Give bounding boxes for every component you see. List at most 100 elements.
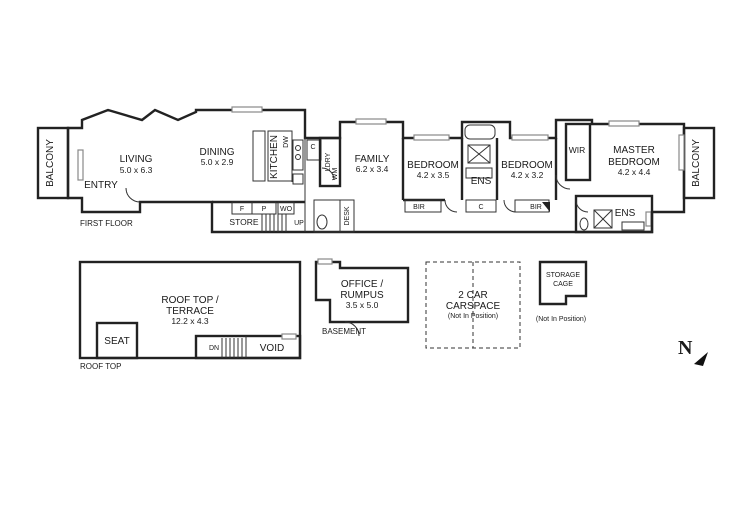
bir-2-label: BIR	[413, 204, 425, 211]
carspace-note: (Not In Position)	[448, 313, 498, 320]
shower-x	[467, 144, 491, 164]
living-label: LIVING	[120, 154, 153, 165]
roof-terrace-outline	[78, 260, 302, 360]
shower-x	[593, 209, 613, 229]
kitchen-island	[252, 130, 266, 182]
bir-robe	[404, 199, 442, 213]
desk-label: DESK	[344, 206, 351, 225]
cupboard-label: C	[310, 144, 315, 151]
wir-walls	[564, 122, 592, 182]
bedroom-3-label: BEDROOM	[501, 160, 553, 171]
toilet	[579, 217, 589, 231]
office-label-line1: OFFICE /	[341, 279, 383, 290]
window	[77, 149, 84, 181]
shower	[593, 209, 613, 229]
window	[645, 211, 652, 227]
office-size: 3.5 x 5.0	[346, 300, 379, 310]
entry-label: ENTRY	[84, 180, 118, 191]
roof-terrace-size: 12.2 x 4.3	[171, 316, 209, 326]
shower	[467, 144, 491, 164]
window	[355, 118, 387, 125]
storage-label-line1: STORAGE	[546, 272, 580, 279]
master-size: 4.2 x 4.4	[618, 167, 651, 177]
stair-down	[221, 338, 243, 358]
carspace-label-line1: 2 CAR	[458, 290, 487, 301]
burner	[295, 154, 301, 160]
master-label-line2: BEDROOM	[608, 157, 660, 168]
wm-label: WM	[332, 168, 339, 181]
storage-cage-outline	[538, 260, 588, 306]
door-swing	[321, 167, 335, 181]
door-swing	[125, 187, 141, 203]
marker	[542, 202, 550, 212]
bir-3-label: BIR	[530, 204, 542, 211]
toilet	[316, 214, 328, 230]
window	[413, 134, 450, 141]
bedroom-3-size: 4.2 x 3.2	[511, 170, 544, 180]
north-letter: N	[678, 337, 693, 359]
bedroom-2-label: BEDROOM	[407, 160, 459, 171]
skylight	[281, 333, 297, 340]
desk-unit	[339, 199, 355, 233]
bedroom-2-size: 4.2 x 3.5	[417, 170, 450, 180]
storage-label-line2: CAGE	[553, 281, 573, 288]
living-size: 5.0 x 6.3	[120, 165, 153, 175]
master-ensuite-walls	[574, 194, 654, 234]
dn-label: DN	[209, 345, 219, 352]
cooktop	[292, 139, 304, 171]
stair-void-outline	[194, 334, 302, 360]
pantry	[251, 201, 277, 215]
burner	[295, 145, 301, 151]
door-swing	[555, 174, 571, 190]
vanity	[621, 221, 645, 231]
pantry-label: P	[262, 206, 267, 213]
family-label: FAMILY	[355, 154, 390, 165]
door-swing	[444, 199, 458, 213]
roof-top-caption: ROOF TOP	[80, 362, 122, 371]
window	[231, 106, 263, 113]
window	[511, 134, 549, 141]
linen-label: C	[478, 204, 483, 211]
up-label: UP	[294, 220, 304, 227]
dining-label: DINING	[200, 147, 235, 158]
vanity	[465, 167, 493, 179]
fridge-label: F	[240, 206, 244, 213]
family-size: 6.2 x 3.4	[356, 164, 389, 174]
powder-room	[313, 199, 341, 233]
void-label: VOID	[260, 343, 284, 354]
dw-label: DW	[283, 136, 290, 148]
ensuite-mid-label: ENS	[471, 176, 492, 187]
carspace-label-line2: CARSPACE	[446, 301, 501, 312]
roof-terrace-label-line1: ROOF TOP /	[161, 295, 218, 306]
door-swing	[575, 199, 589, 213]
storage-note: (Not In Position)	[536, 316, 586, 323]
office-outline	[314, 260, 410, 324]
store-label: STORE	[229, 217, 258, 227]
door-swing	[503, 199, 517, 213]
laundry-label: LDRY	[325, 152, 332, 171]
roof-top	[78, 260, 302, 360]
stair-up	[261, 214, 287, 232]
window	[678, 134, 685, 171]
seat-label: SEAT	[104, 336, 129, 347]
first-floor-envelope	[66, 108, 686, 234]
wir-label: WIR	[569, 145, 586, 155]
office-label-line2: RUMPUS	[340, 290, 384, 301]
wo-label: WO	[280, 206, 293, 213]
first-floor-caption: FIRST FLOOR	[80, 219, 133, 228]
north-arrow-icon: N	[678, 337, 708, 366]
window	[317, 258, 333, 265]
balcony-left-label: BALCONY	[45, 139, 56, 187]
master-label-line1: MASTER	[613, 145, 655, 156]
ensuite-master-label: ENS	[615, 208, 636, 219]
bathtub	[464, 124, 496, 140]
kitchen-label: KITCHEN	[269, 135, 280, 179]
roof-terrace-label-line2: TERRACE	[166, 306, 214, 317]
balcony-right-label: BALCONY	[691, 139, 702, 187]
sink	[292, 173, 304, 185]
basement	[314, 258, 588, 349]
linen-cupboard	[465, 199, 497, 213]
first-floor	[36, 106, 716, 234]
window	[608, 120, 640, 127]
